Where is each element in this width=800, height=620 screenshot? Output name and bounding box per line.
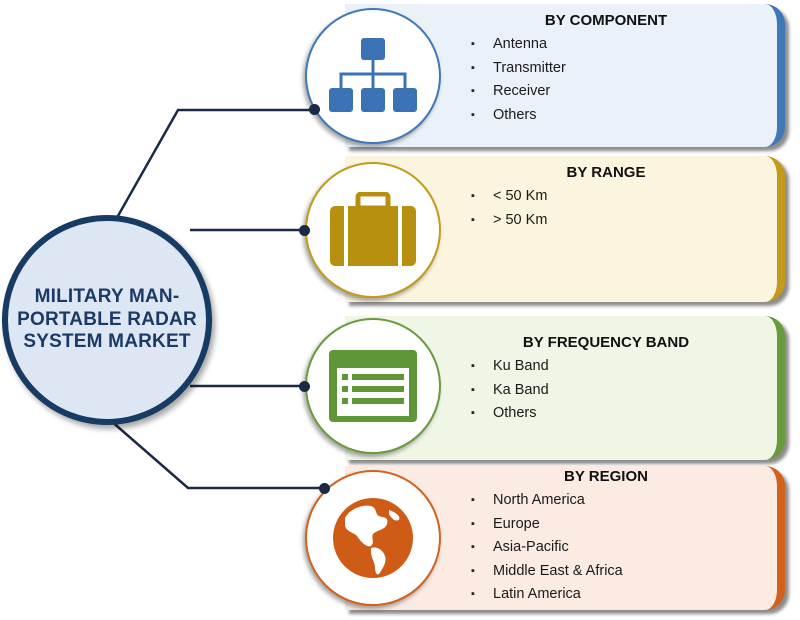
list-item: > 50 Km xyxy=(471,209,777,233)
market-center-circle: MILITARY MAN-PORTABLE RADAR SYSTEM MARKE… xyxy=(2,215,212,425)
market-title: MILITARY MAN-PORTABLE RADAR SYSTEM MARKE… xyxy=(17,285,197,353)
list-item: Latin America xyxy=(471,583,777,607)
panel-title: BY REGION xyxy=(564,468,648,485)
panel-title: BY RANGE xyxy=(566,164,646,181)
briefcase-icon xyxy=(330,192,416,266)
list-item: Others xyxy=(471,402,777,426)
panel-title: BY FREQUENCY BAND xyxy=(522,334,690,351)
list-item: Others xyxy=(471,104,777,128)
item-list: North America Europe Asia-Pacific Middle… xyxy=(445,489,777,607)
connector-dot xyxy=(299,225,310,236)
connector-dot xyxy=(309,104,320,115)
list-item: Antenna xyxy=(471,33,777,57)
panel-title: BY COMPONENT xyxy=(544,12,668,29)
list-item: Receiver xyxy=(471,80,777,104)
range-icon-circle xyxy=(305,162,441,298)
connector-dot xyxy=(299,381,310,392)
list-item: Transmitter xyxy=(471,57,777,81)
item-list: Ku Band Ka Band Others xyxy=(445,355,777,426)
hierarchy-icon xyxy=(329,38,417,112)
list-item: North America xyxy=(471,489,777,513)
list-item: Europe xyxy=(471,513,777,537)
list-item: < 50 Km xyxy=(471,185,777,209)
connector-dot xyxy=(319,483,330,494)
frequency-icon-circle xyxy=(305,318,441,454)
list-item: Asia-Pacific xyxy=(471,536,777,560)
list-item: Middle East & Africa xyxy=(471,560,777,584)
item-list: Antenna Transmitter Receiver Others xyxy=(445,33,777,127)
region-icon-circle xyxy=(305,470,441,606)
component-icon-circle xyxy=(305,8,441,144)
list-window-icon xyxy=(329,350,417,422)
list-item: Ku Band xyxy=(471,355,777,379)
globe-icon xyxy=(333,498,413,578)
item-list: < 50 Km > 50 Km xyxy=(445,185,777,232)
list-item: Ka Band xyxy=(471,379,777,403)
